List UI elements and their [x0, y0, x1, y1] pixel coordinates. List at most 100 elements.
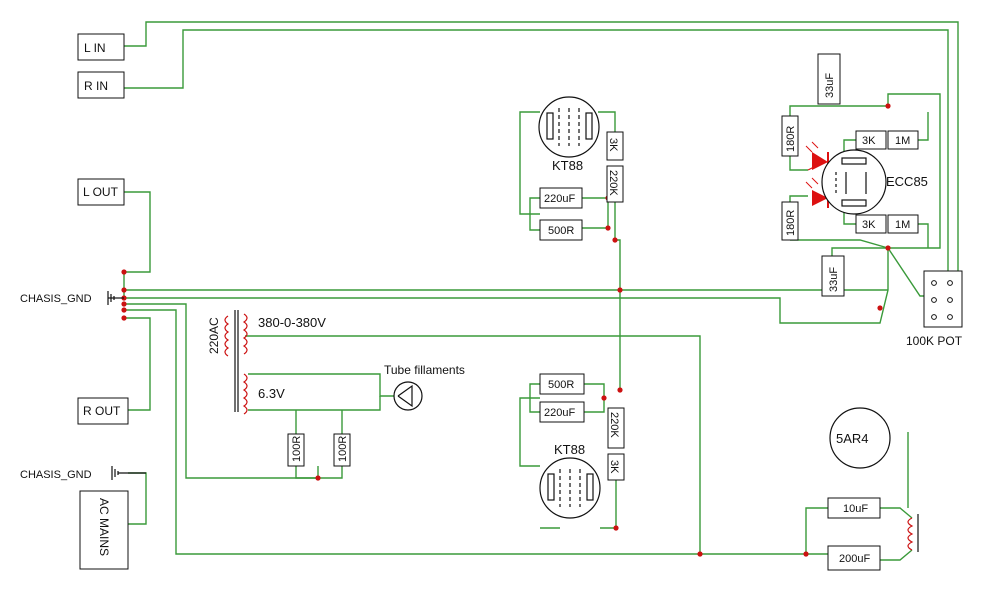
ecc85-label: ECC85 [886, 174, 928, 189]
r-out-label: R OUT [83, 404, 121, 418]
ecc85-3k-bottom-label: 3K [862, 219, 876, 231]
r-in-label: R IN [84, 79, 108, 93]
ecc85-180r-top-label: 180R [785, 126, 797, 152]
transformer-primary-label: 220AC [207, 317, 221, 354]
ac-mains-label: AC MAINS [97, 498, 111, 556]
junction-dot [612, 237, 618, 243]
ecc85-1m-bottom-resistor: 1M [887, 214, 919, 234]
l-in-label: L IN [84, 41, 106, 55]
wire-gnd-2 [124, 248, 889, 324]
hv-coil [242, 313, 248, 355]
volume-pot[interactable]: 100K POT [906, 270, 963, 348]
kt88-top-tube: KT88 [538, 96, 600, 173]
wire-kt88t-b [529, 197, 540, 231]
ps-200uf-cap: 200uF [827, 545, 881, 571]
kt88-top-220k-resistor: 220K [606, 165, 624, 203]
primary-coil [224, 315, 230, 357]
ps-10uf-label: 10uF [843, 503, 868, 515]
ecc85-tube: ECC85 [821, 149, 928, 215]
ecc85-180r-bottom-label: 180R [785, 210, 797, 236]
filament-resistor-b-label: 100R [337, 436, 349, 462]
r-out-connector[interactable]: R OUT [77, 397, 129, 425]
kt88-top-500r-label: 500R [548, 225, 574, 237]
ecc85-33uf-bottom-label: 33uF [828, 267, 840, 292]
wire-kt88t-e [614, 202, 621, 290]
junction-dot [121, 307, 127, 313]
wire-fil-b [248, 396, 381, 411]
ecc85-33uf-cap-bottom: 33uF [821, 255, 845, 297]
ecc85-1m-top-label: 1M [895, 135, 910, 147]
tube-envelope-icon [829, 407, 891, 469]
power-transformer: 220AC 380-0-380V 6.3V [207, 310, 326, 415]
lv-coil [242, 373, 248, 415]
kt88-bottom-tube: KT88 [539, 442, 601, 519]
kt88-bottom-220uf-label: 220uF [544, 407, 575, 419]
filament-resistor-a: 100R [287, 433, 305, 467]
chassis-gnd-label-1: CHASIS_GND [20, 293, 92, 305]
ecc85-3k-bottom-resistor: 3K [855, 214, 887, 234]
junction-dots [121, 103, 891, 557]
wire-ecc-b [789, 105, 888, 116]
junction-dot [885, 103, 891, 109]
ecc85-1m-top-resistor: 1M [887, 130, 919, 150]
ecc85-33uf-top-label: 33uF [824, 73, 836, 98]
junction-dot [617, 387, 623, 393]
wire-ecc-k [831, 247, 888, 256]
wire-gnd-3 [124, 303, 319, 479]
ecc85-3k-top-label: 3K [862, 135, 876, 147]
filament-resistor-b: 100R [333, 433, 351, 467]
wire-ecc-g [843, 210, 856, 225]
l-out-connector[interactable]: L OUT [77, 178, 125, 206]
l-in-connector[interactable]: L IN [77, 33, 125, 61]
junction-dot [605, 225, 611, 231]
kt88-bottom-3k-label: 3K [608, 460, 620, 474]
ecc85-180r-top-resistor: 180R [781, 115, 799, 157]
ecc85-3k-top-resistor: 3K [855, 130, 887, 150]
wire-r-in [124, 29, 949, 271]
wire-hv [245, 335, 701, 554]
wire-ecc-h [918, 112, 929, 141]
wire-ecc-d [789, 195, 808, 202]
junction-dot [601, 395, 607, 401]
wire-ecc-c [789, 156, 808, 171]
junction-dot [803, 551, 809, 557]
chassis-ground-1: CHASIS_GND [20, 291, 124, 305]
kt88-top-220uf-cap: 220uF [539, 187, 583, 209]
led-icon [812, 190, 828, 206]
wire-fil-a [248, 373, 394, 397]
r-in-connector[interactable]: R IN [77, 71, 125, 99]
wire-mains [128, 472, 147, 525]
kt88-bottom-220k-resistor: 220K [607, 407, 625, 449]
junction-dot [121, 287, 127, 293]
ecc85-led-top [805, 141, 829, 172]
kt88-bottom-500r-label: 500R [548, 379, 574, 391]
transformer-hv-label: 380-0-380V [258, 315, 326, 330]
junction-dot [617, 287, 623, 293]
ps-200uf-label: 200uF [839, 553, 870, 565]
wire-ecc-e [790, 239, 889, 249]
junction-dot [315, 475, 321, 481]
chassis-ground-2: CHASIS_GND [20, 466, 146, 481]
ecc85-33uf-cap-top: 33uF [817, 53, 841, 105]
filaments-label: Tube fillaments [384, 363, 465, 377]
kt88-bottom-3k-resistor: 3K [607, 453, 625, 481]
kt88-bottom-label: KT88 [554, 442, 585, 457]
wire-gnd-4 [124, 309, 806, 555]
tube-filaments: Tube fillaments [384, 363, 465, 411]
filament-lamp-icon [393, 381, 423, 411]
junction-dot [697, 551, 703, 557]
ac-mains-connector[interactable]: AC MAINS [79, 490, 129, 570]
junction-dot [613, 525, 619, 531]
wire-r-out [124, 317, 151, 411]
chassis-gnd-label-2: CHASIS_GND [20, 469, 92, 481]
l-out-label: L OUT [83, 185, 119, 199]
kt88-bottom-500r-resistor: 500R [539, 373, 585, 395]
rectifier-tube: 5AR4 [829, 407, 891, 469]
kt88-bottom-220k-label: 220K [608, 412, 620, 438]
tube-envelope-icon [821, 149, 887, 215]
transformer-lv-label: 6.3V [258, 386, 285, 401]
kt88-bottom-220uf-cap: 220uF [539, 401, 585, 423]
wire-l-out [123, 191, 151, 296]
ecc85-1m-bottom-label: 1M [895, 219, 910, 231]
